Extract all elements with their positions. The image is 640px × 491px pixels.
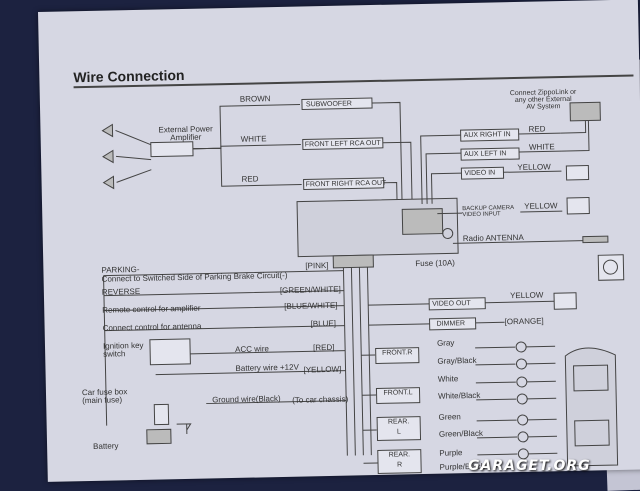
aux-right-label: AUX RIGHT IN [463, 131, 511, 140]
wiring-lines [101, 97, 625, 467]
manual-page: Wire Connection [38, 0, 640, 482]
aux-right-color: RED [528, 124, 546, 134]
red-wire-label: RED [241, 174, 259, 184]
video-in-color: YELLOW [517, 162, 551, 172]
white-wire-label: WHITE [240, 134, 267, 144]
video-out-label: VIDEO OUT [432, 300, 471, 308]
acc-color: [RED] [312, 342, 335, 353]
battery-label: Battery [93, 441, 119, 451]
fuse-label: Fuse (10A) [415, 258, 456, 269]
aux-left-color: WHITE [528, 142, 555, 152]
reverse-label: REVERSE [101, 286, 141, 297]
subwoofer-label: SUBWOOFER [305, 100, 352, 109]
battery-wire-label: Battery wire +12V [235, 362, 299, 373]
speaker-front-l: FRONT.L [375, 387, 421, 405]
brown-wire-label: BROWN [239, 94, 271, 104]
reverse-color: [GREEN/WHITE] [279, 284, 341, 295]
watermark: GARAGET.ORG [468, 458, 591, 474]
remote-color: [BLUE/WHITE] [284, 300, 338, 311]
speaker-rear-l: REAR. L [376, 416, 422, 441]
speaker-front-l-minus: White/Black [438, 390, 481, 401]
speaker-rear-r: REAR. R [377, 449, 422, 474]
backup-camera-label: BACKUP CAMERA VIDEO INPUT [462, 205, 515, 219]
ignition-label: Ignition key switch [102, 340, 144, 359]
speaker-front-r: FRONT.R [375, 347, 420, 365]
aux-left-label: AUX LEFT IN [464, 150, 507, 159]
video-in-label: VIDEO IN [464, 169, 496, 178]
battery-wire-color: [YELLOW] [303, 364, 342, 375]
zipplink-note: Connect ZippoLink or any other External … [509, 88, 577, 111]
amplifier-label: External Power Amplifier [158, 124, 213, 143]
speaker-rear-r-plus: Purple [439, 448, 463, 458]
ground-label: Ground wire(Black) [212, 394, 281, 405]
video-out-color: YELLOW [509, 290, 544, 301]
speaker-rear-l-plus: Green [438, 412, 461, 422]
antenna-label: Radio ANTENNA [462, 232, 524, 244]
speaker-rear-l-minus: Green/Black [438, 428, 484, 439]
speaker-front-r-plus: Gray [436, 338, 455, 348]
dimmer-label: DIMMER [436, 320, 466, 328]
ground-note: (To car chassis) [292, 394, 349, 405]
speaker-front-r-minus: Gray/Black [437, 355, 477, 366]
parking-color: [PINK] [305, 260, 329, 271]
antenna-control-color: [BLUE] [310, 318, 337, 329]
dimmer-color: [ORANGE] [504, 316, 544, 327]
acc-label: ACC wire [235, 344, 269, 354]
fuse-box-label: Car fuse box (main fuse) [81, 387, 128, 406]
backup-camera-color: YELLOW [524, 201, 558, 211]
speaker-front-l-plus: White [437, 374, 459, 384]
